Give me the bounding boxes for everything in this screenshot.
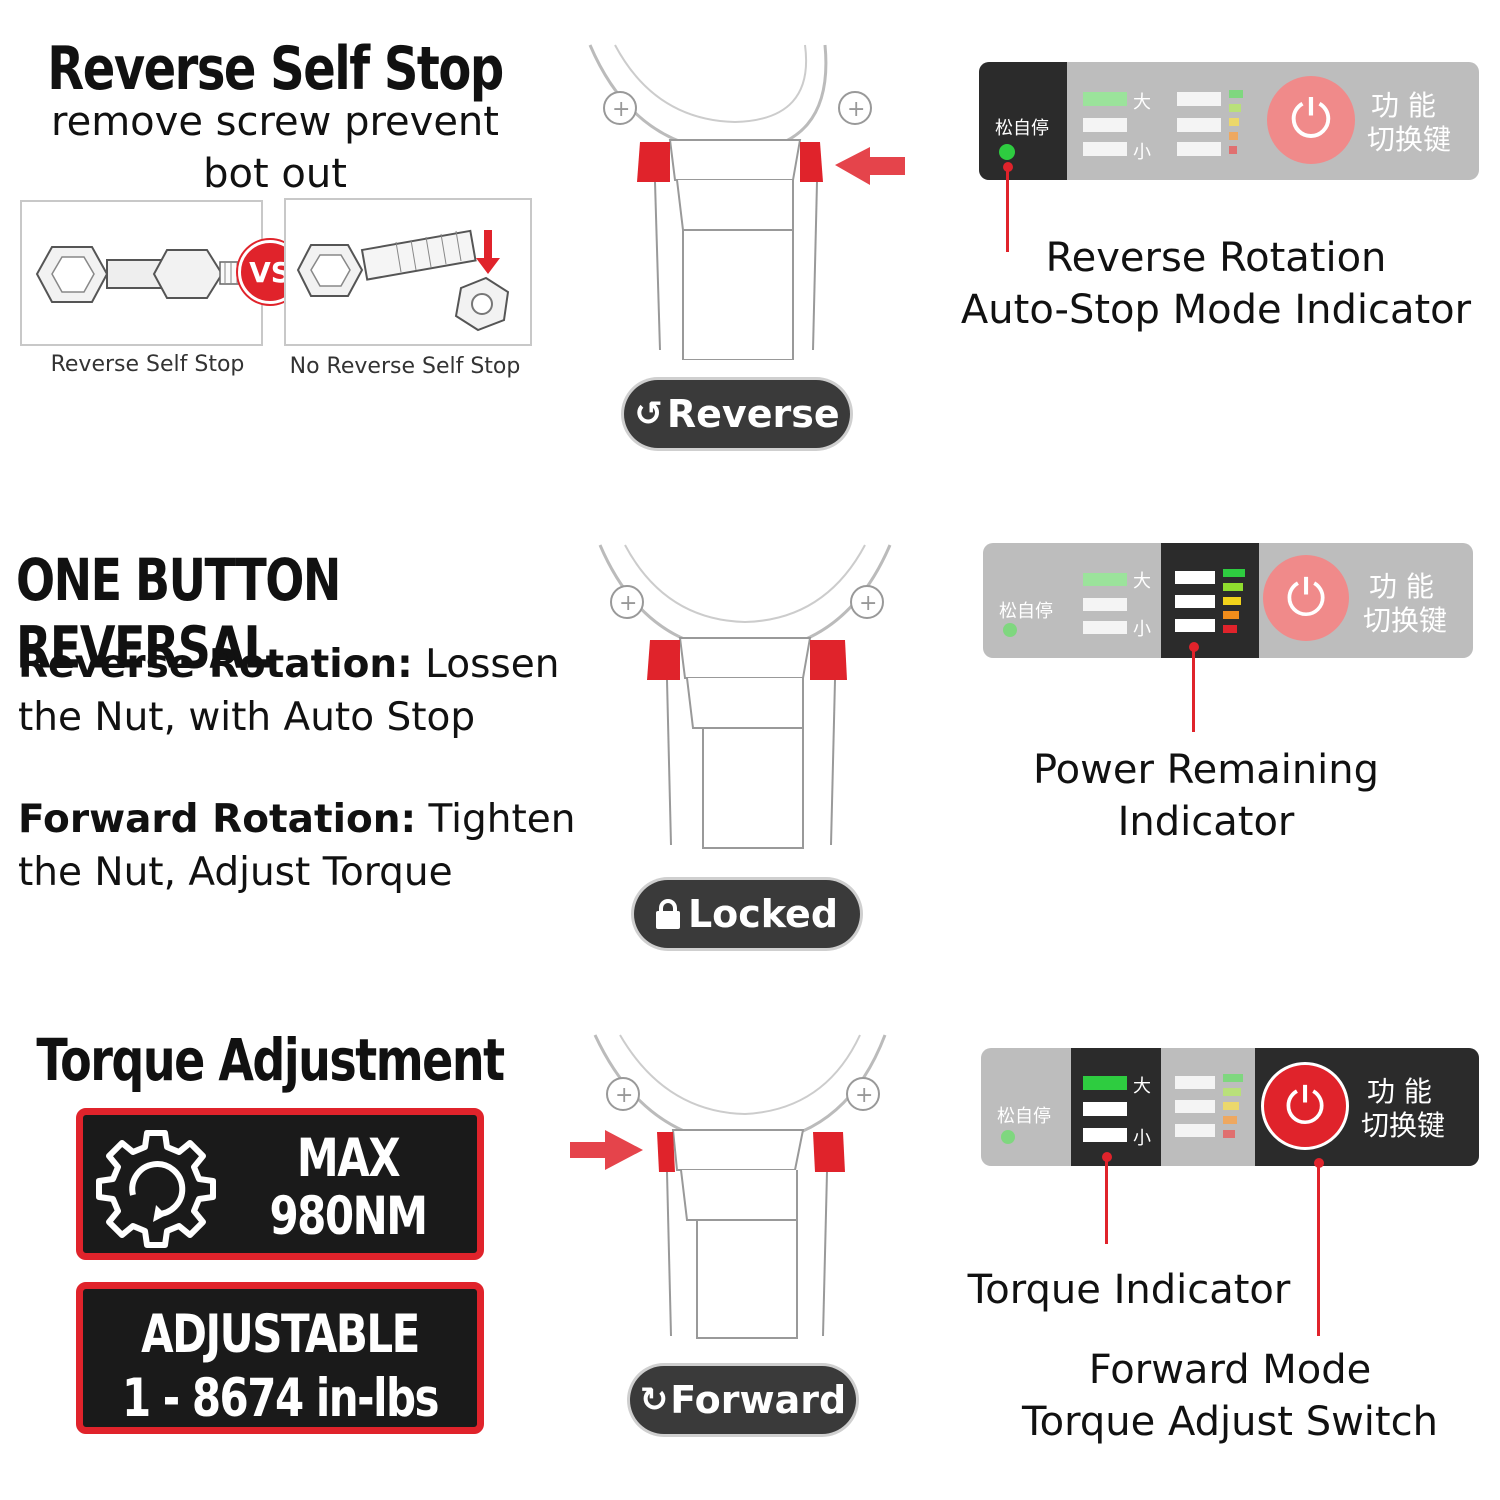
power-icon: ⏻ (1290, 90, 1332, 150)
callout-dot-2 (1189, 642, 1199, 652)
function-switch-section: ⏻ 功 能 切换键 (1255, 1048, 1479, 1166)
forward-rotation-desc: Tighten the Nut, Adjust Torque (18, 797, 576, 895)
section2-title: ONE BUTTON REVERSAL (16, 546, 341, 681)
callout-line-4 (1317, 1164, 1320, 1336)
torque-indicator-callout-label: Torque Indicator (967, 1267, 1291, 1313)
adjustable-range: 1 - 8674 in-lbs (121, 1367, 440, 1429)
control-panel-torque: 松自停 大 小 ⏻ 功 能 切换键 (981, 1048, 1479, 1166)
high-label: 大 (1133, 1076, 1151, 1097)
locked-mode-button[interactable]: Locked (634, 880, 860, 948)
compare-left-caption: Reverse Self Stop (50, 352, 245, 377)
power-icon: ⏻ (1285, 1077, 1325, 1135)
bolt-without-nut-illustration (296, 229, 510, 332)
wrench-collar-illustration-forward: + + (570, 1034, 887, 1339)
max-value: 980NM (269, 1185, 428, 1247)
reverse-rotation-label: Reverse Rotation: (18, 642, 413, 687)
rotate-cw-icon: ↻ (639, 1380, 669, 1420)
torque-indicator-section: 大 小 (1071, 1048, 1161, 1166)
gear-icon (96, 1130, 216, 1248)
lock-icon (655, 899, 680, 929)
auto-stop-callout-line1: Reverse Rotation (1045, 235, 1387, 281)
adjustable-label: ADJUSTABLE (141, 1303, 420, 1365)
power-remaining-callout-label: Power Remaining Indicator (980, 744, 1432, 848)
low-label: 小 (1133, 619, 1151, 640)
function-switch-section: ⏻ 功 能 切换键 (1259, 543, 1473, 658)
forward-mode-button[interactable]: ↻ Forward (630, 1366, 856, 1434)
adjustable-torque-box: ADJUSTABLE 1 - 8674 in-lbs (76, 1282, 484, 1434)
torque-switch-callout-line1: Forward Mode (1088, 1347, 1372, 1393)
callout-line-2 (1192, 648, 1195, 732)
svg-text:+: + (847, 97, 865, 122)
callout-dot-4 (1314, 1158, 1324, 1168)
section1-subtitle: remove screw prevent bot out (51, 99, 499, 197)
svg-text:+: + (855, 1083, 873, 1108)
auto-stop-section: 松自停 大 小 (983, 543, 1161, 658)
power-remaining-section (1161, 543, 1259, 658)
func-line2: 切换键 (1363, 604, 1448, 637)
func-line1: 功 能 (1367, 1075, 1432, 1108)
auto-stop-callout-label: Reverse Rotation Auto-Stop Mode Indicato… (940, 232, 1492, 336)
locked-mode-label: Locked (687, 892, 839, 936)
auto-stop-section: 松自停 (981, 1048, 1071, 1166)
func-line1: 功 能 (1369, 570, 1434, 603)
max-torque-box: MAX 980NM (76, 1108, 484, 1260)
function-switch-section: ⏻ 功 能 切换键 (1247, 62, 1479, 180)
section1-title: Reverse Self Stop (47, 34, 504, 104)
torque-switch-callout-line2: Torque Adjust Switch (1022, 1399, 1438, 1445)
torque-bars-section: 大 小 (1067, 62, 1247, 180)
callout-line-1 (1006, 168, 1009, 252)
max-label: MAX (296, 1127, 401, 1189)
auto-stop-callout-line2: Auto-Stop Mode Indicator (960, 287, 1472, 333)
svg-text:+: + (615, 1083, 633, 1108)
func-line2: 切换键 (1367, 123, 1452, 156)
torque-switch-callout-label: Forward Mode Torque Adjust Switch (990, 1344, 1470, 1448)
auto-stop-section: 松自停 (979, 62, 1067, 180)
control-panel-auto-stop: 松自停 大 小 ⏻ 功 能 切换键 (979, 62, 1479, 180)
svg-text:+: + (619, 591, 637, 616)
callout-dot-3 (1102, 1152, 1112, 1162)
high-label: 大 (1133, 571, 1151, 592)
power-button[interactable]: ⏻ (1267, 76, 1355, 164)
func-line2: 切换键 (1361, 1109, 1446, 1142)
forward-rotation-label: Forward Rotation: (18, 797, 417, 842)
low-label: 小 (1133, 1128, 1151, 1149)
auto-stop-text: 松自停 (995, 118, 1049, 139)
wrench-collar-illustration-locked: + + (598, 544, 892, 849)
callout-dot-1 (1003, 162, 1013, 172)
compare-right-box (284, 198, 532, 346)
reverse-mode-label: Reverse (666, 392, 840, 436)
power-icon: ⏻ (1286, 569, 1326, 627)
reverse-rotation-desc: Lossen the Nut, with Auto Stop (18, 642, 560, 740)
power-button[interactable]: ⏻ (1261, 1062, 1349, 1150)
power-remaining-callout-line2: Indicator (1117, 799, 1295, 845)
low-label: 小 (1133, 142, 1151, 163)
compare-left-box (20, 200, 263, 346)
power-remaining-callout-line1: Power Remaining (1032, 747, 1380, 793)
power-remaining-section (1161, 1048, 1255, 1166)
control-panel-power: 松自停 大 小 ⏻ 功 能 切换键 (983, 543, 1473, 658)
bolt-with-nut-illustration (35, 246, 249, 303)
auto-stop-text: 松自停 (997, 1106, 1051, 1127)
svg-text:+: + (859, 591, 877, 616)
callout-line-3 (1105, 1158, 1108, 1244)
auto-stop-text: 松自停 (999, 601, 1053, 622)
rotate-ccw-icon: ↺ (634, 394, 663, 434)
forward-rotation-text: Forward Rotation: Tighten the Nut, Adjus… (18, 793, 598, 899)
forward-mode-label: Forward (670, 1378, 847, 1422)
func-line1: 功 能 (1371, 89, 1436, 122)
reverse-mode-button[interactable]: ↺ Reverse (624, 380, 850, 448)
compare-right-caption: No Reverse Self Stop (289, 354, 521, 379)
high-label: 大 (1133, 92, 1151, 113)
wrench-collar-illustration-reverse: + + (588, 44, 905, 360)
auto-stop-led (999, 144, 1015, 160)
svg-text:+: + (612, 97, 630, 122)
reverse-rotation-text: Reverse Rotation: Lossen the Nut, with A… (18, 638, 588, 744)
section3-title: Torque Adjustment (36, 1026, 505, 1094)
power-button[interactable]: ⏻ (1263, 555, 1349, 641)
